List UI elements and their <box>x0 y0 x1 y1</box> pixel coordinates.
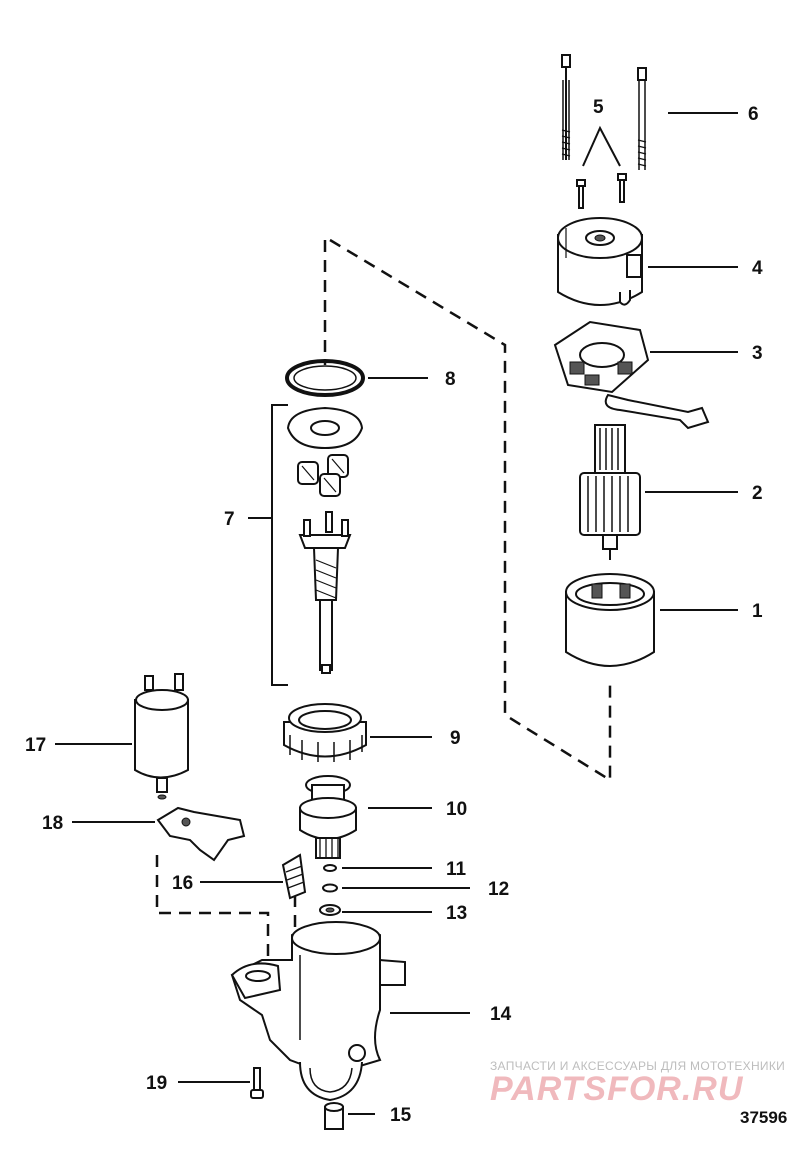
figure-reference-number: 37596 <box>740 1108 787 1127</box>
callout-2: 2 <box>752 483 763 504</box>
part-3-brush-plate <box>553 320 710 430</box>
part-1-field-frame <box>565 573 655 667</box>
callout-11: 11 <box>446 859 467 880</box>
callout-17: 17 <box>25 735 46 756</box>
callout-8: 8 <box>445 369 456 390</box>
callout-3: 3 <box>752 343 763 364</box>
part-18-shift-lever <box>156 806 246 862</box>
callout-13: 13 <box>446 903 467 924</box>
part-9-ring-gear <box>283 703 367 762</box>
callout-labels: 1 2 3 4 5 6 7 8 9 10 11 12 13 14 15 16 1… <box>25 97 763 1126</box>
callout-1: 1 <box>752 601 763 622</box>
callout-6: 6 <box>748 104 759 125</box>
parts-11-13-retainers <box>319 864 341 916</box>
watermark-tagline: ЗАПЧАСТИ И АКСЕССУАРЫ ДЛЯ МОТОТЕХНИКИ <box>490 1059 785 1073</box>
part-19-bolt <box>250 1067 264 1099</box>
part-6-through-bolts <box>561 54 647 170</box>
callout-7: 7 <box>224 509 235 530</box>
callout-10: 10 <box>446 799 467 820</box>
part-10-drive-clutch <box>299 775 357 859</box>
part-5-screws <box>576 125 627 209</box>
part-16-spring <box>281 853 307 900</box>
part-17-solenoid <box>134 673 189 800</box>
assembly-dashed-lines <box>155 238 612 960</box>
callout-12: 12 <box>488 879 509 900</box>
callout-19: 19 <box>146 1073 167 1094</box>
callout-18: 18 <box>42 813 63 834</box>
part-7-gear-set <box>271 404 364 686</box>
callout-4: 4 <box>752 258 763 279</box>
callout-14: 14 <box>490 1004 512 1025</box>
part-8-o-ring <box>285 359 365 397</box>
callout-16: 16 <box>172 873 193 894</box>
watermark-logo: PARTSFOR.RU <box>490 1070 744 1108</box>
callout-15: 15 <box>390 1105 412 1126</box>
part-14-drive-housing <box>230 921 406 1102</box>
watermark: ЗАПЧАСТИ И АКСЕССУАРЫ ДЛЯ МОТОТЕХНИКИ PA… <box>490 1059 785 1108</box>
callout-5: 5 <box>593 97 604 118</box>
callout-9: 9 <box>450 728 461 749</box>
part-15-bushing <box>324 1102 344 1130</box>
part-4-end-cap <box>557 217 643 306</box>
callout-leader-lines <box>55 112 738 1115</box>
part-2-armature <box>579 424 641 560</box>
